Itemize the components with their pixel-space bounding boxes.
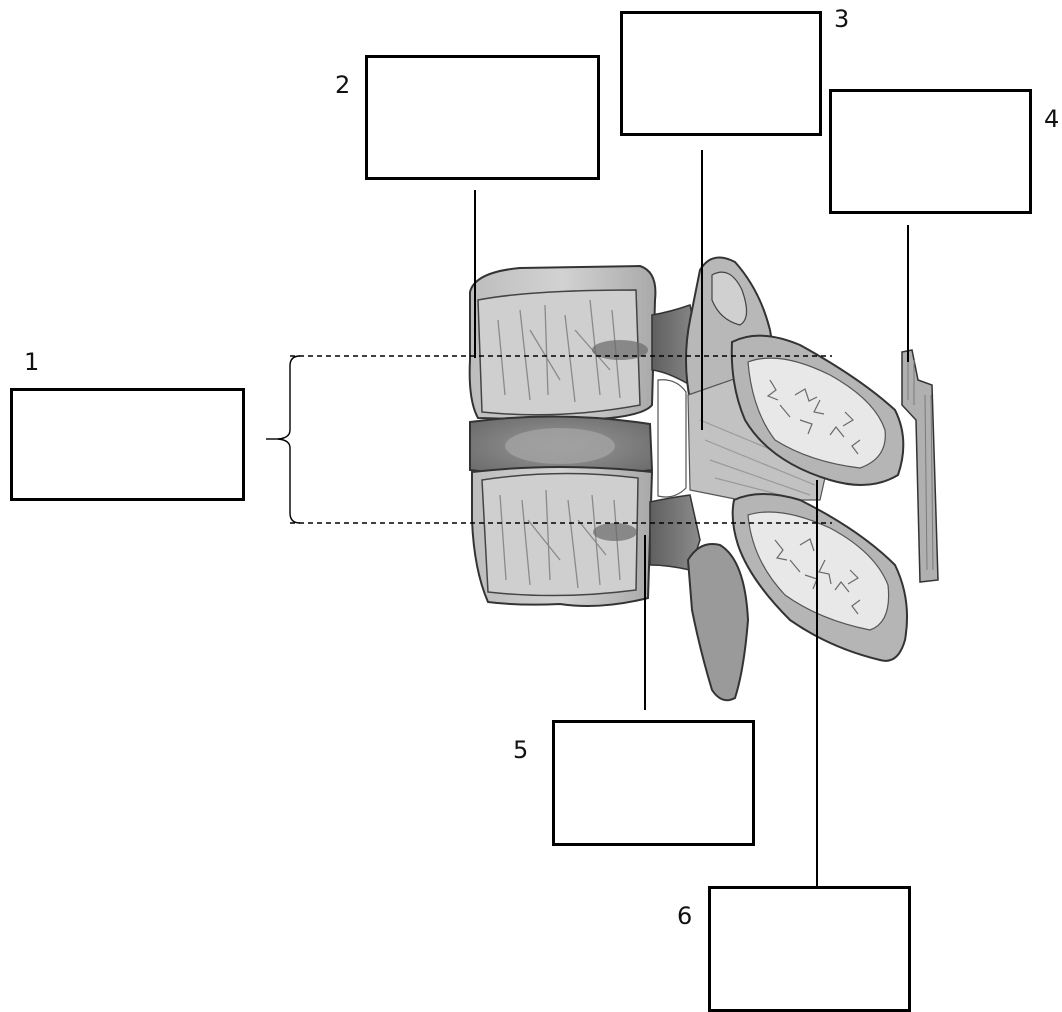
label-box-5[interactable] (552, 720, 755, 846)
bracket (277, 355, 301, 524)
label-box-3[interactable] (620, 11, 822, 136)
label-number-5: 5 (513, 736, 529, 764)
label-number-1: 1 (24, 348, 40, 376)
intervertebral-foramen (657, 379, 687, 498)
intervertebral-disc (469, 415, 654, 477)
inferior-articular-process (686, 543, 750, 702)
label-number-6: 6 (677, 902, 693, 930)
label-number-2: 2 (335, 71, 351, 99)
label-box-4[interactable] (829, 89, 1032, 214)
label-box-1[interactable] (10, 388, 245, 501)
vertebral-body-lower (471, 466, 654, 607)
label-box-2[interactable] (365, 55, 600, 180)
label-number-3: 3 (834, 5, 850, 33)
label-number-4: 4 (1044, 105, 1060, 133)
vertebral-body-upper (468, 264, 657, 422)
label-box-6[interactable] (708, 886, 911, 1012)
